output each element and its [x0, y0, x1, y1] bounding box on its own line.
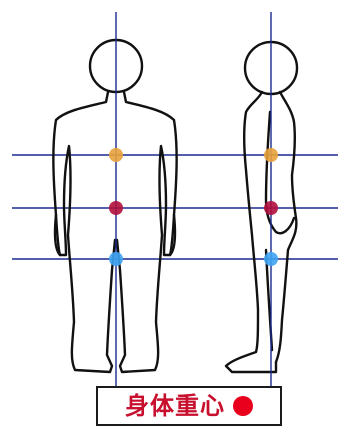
- legend-marker-dot: [233, 396, 253, 416]
- front-body-left-outline: [53, 92, 115, 372]
- side-arm: [266, 112, 294, 233]
- front-center-of-gravity-point: [109, 201, 123, 215]
- side-center-of-gravity-point: [264, 201, 278, 215]
- side-front-outline: [276, 92, 296, 362]
- front-lower-point: [109, 252, 123, 266]
- side-upper-point: [264, 148, 278, 162]
- legend-box: 身体重心: [96, 386, 282, 426]
- side-lower-point: [264, 252, 278, 266]
- legend-label: 身体重心: [125, 394, 225, 418]
- front-body-right-outline: [117, 92, 177, 372]
- side-view-figure: [226, 42, 297, 372]
- front-upper-point: [109, 148, 123, 162]
